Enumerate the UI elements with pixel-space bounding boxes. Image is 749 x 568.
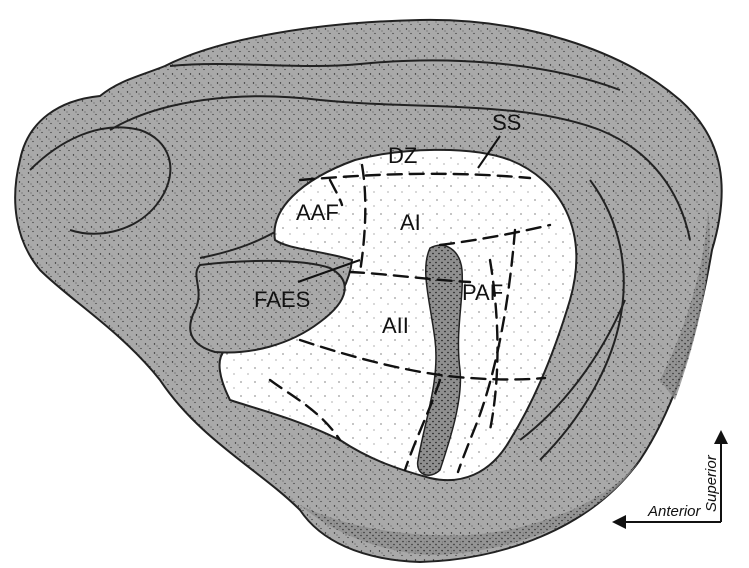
label-dz: DZ bbox=[388, 143, 417, 168]
label-aii: AII bbox=[382, 313, 409, 338]
label-superior: Superior bbox=[703, 454, 720, 512]
label-ai: AI bbox=[400, 210, 421, 235]
label-paf: PAF bbox=[462, 280, 503, 305]
label-aaf: AAF bbox=[296, 200, 339, 225]
label-anterior: Anterior bbox=[647, 503, 702, 520]
label-ss: SS bbox=[492, 110, 521, 135]
label-faes: FAES bbox=[254, 287, 310, 312]
